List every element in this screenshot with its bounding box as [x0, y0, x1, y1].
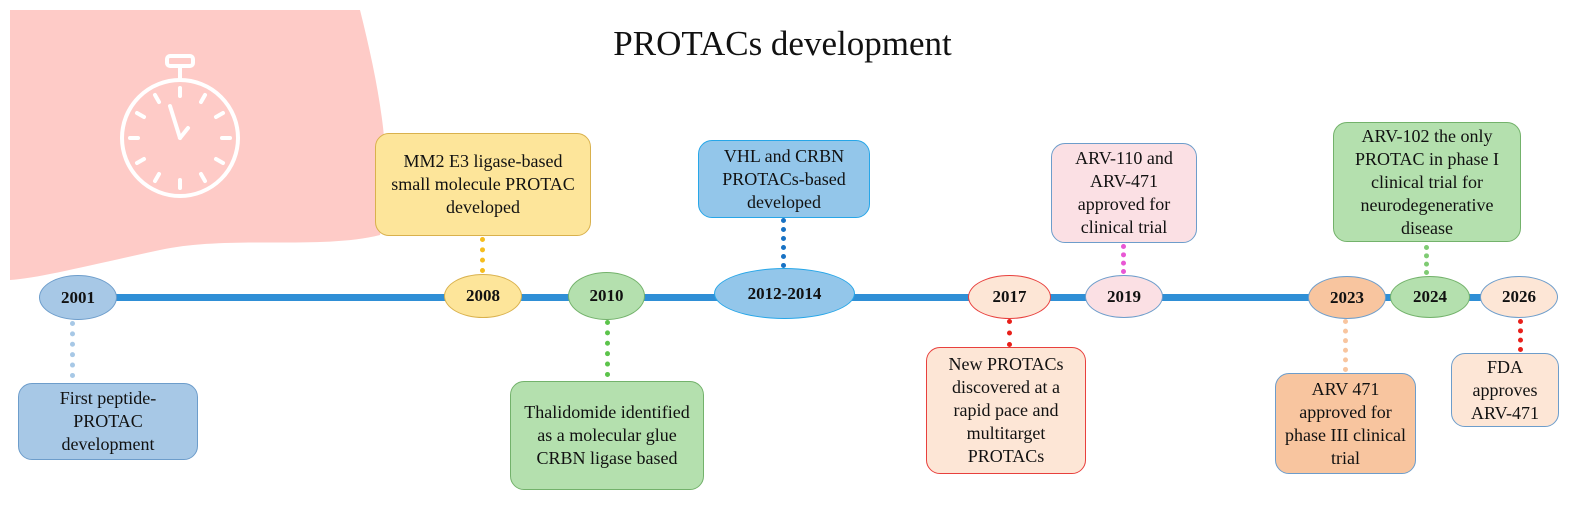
- event-box-2017: New PROTACs discovered at a rapid pace a…: [926, 347, 1086, 474]
- year-node-2019: 2019: [1085, 275, 1163, 318]
- event-box-2024: ARV-102 the only PROTAC in phase I clini…: [1333, 122, 1521, 242]
- year-node-2001: 2001: [39, 275, 117, 320]
- year-node-2012-2014: 2012-2014: [714, 268, 855, 319]
- event-box-2023: ARV 471 approved for phase III clinical …: [1275, 373, 1416, 474]
- background-blob: [10, 10, 387, 280]
- event-box-2026: FDA approves ARV-471: [1451, 353, 1559, 427]
- connector-2008: [480, 237, 485, 273]
- connector-2017: [1007, 319, 1012, 347]
- connector-2023: [1343, 319, 1348, 372]
- connector-2024: [1424, 245, 1429, 275]
- connector-2026: [1518, 319, 1523, 352]
- connector-2019: [1121, 244, 1126, 274]
- event-box-2001: First peptide-PROTAC development: [18, 383, 198, 460]
- diagram-title: PROTACs development: [613, 24, 952, 63]
- connector-2001: [70, 321, 75, 378]
- event-box-2012-2014: VHL and CRBN PROTACs-based developed: [698, 140, 870, 218]
- year-node-2010: 2010: [568, 272, 645, 320]
- year-node-2023: 2023: [1308, 276, 1386, 319]
- connector-2012-2014: [781, 218, 786, 268]
- event-box-2010: Thalidomide identified as a molecular gl…: [510, 381, 704, 490]
- event-box-2019: ARV-110 and ARV-471 approved for clinica…: [1051, 143, 1197, 243]
- connector-2010: [605, 320, 610, 377]
- year-node-2008: 2008: [444, 274, 522, 318]
- year-node-2017: 2017: [968, 275, 1051, 319]
- year-node-2024: 2024: [1390, 276, 1470, 318]
- year-node-2026: 2026: [1480, 276, 1558, 318]
- event-box-2008: MM2 E3 ligase-based small molecule PROTA…: [375, 133, 591, 236]
- stopwatch-icon: [120, 54, 240, 198]
